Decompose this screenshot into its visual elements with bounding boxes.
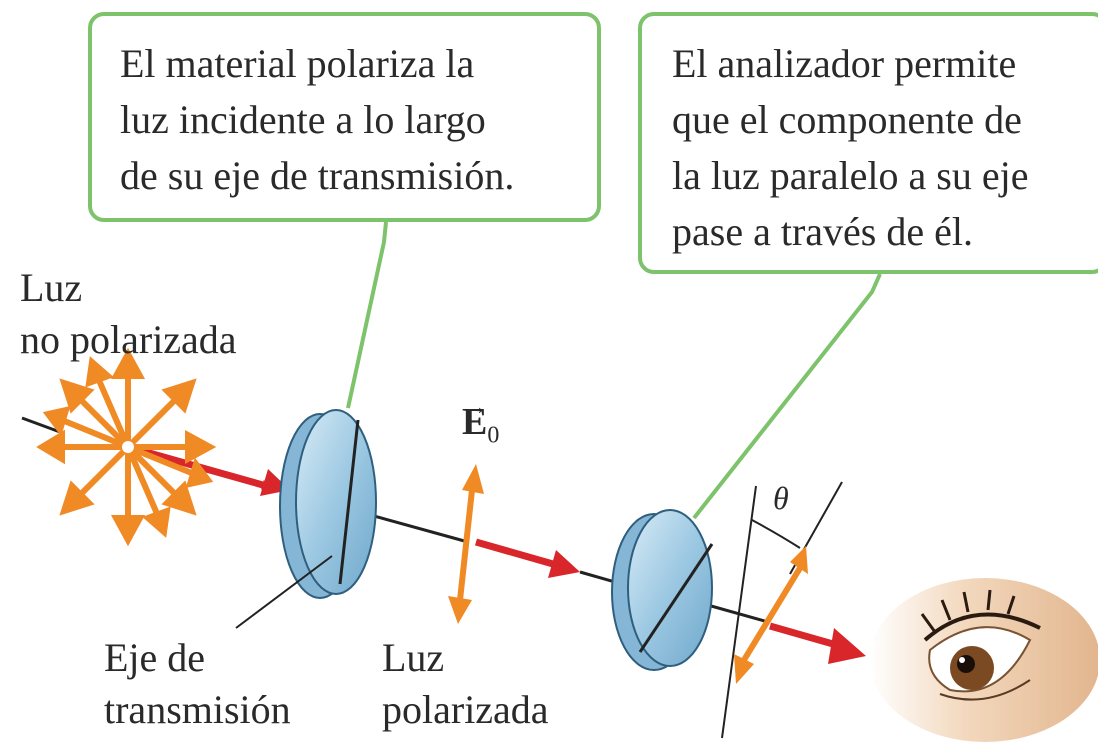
polarizer-callout-line-1: El material polariza la xyxy=(120,41,475,86)
transmission-axis-label: Eje de transmisión xyxy=(104,632,291,736)
unpolarized-light-burst xyxy=(36,347,217,547)
polarized-field-arrow xyxy=(448,464,484,624)
unpolarized-label-line-1: Luz xyxy=(20,265,83,310)
unpolarized-light-label: Luz no polarizada xyxy=(20,262,237,366)
polarizer-disk xyxy=(279,409,377,599)
angle-theta-symbol: θ xyxy=(773,480,789,516)
polarizer-transmission-axis xyxy=(338,419,360,585)
polarizer-callout-line-2: luz incidente a lo largo xyxy=(120,97,486,142)
beam-arrow-polarized xyxy=(475,538,561,570)
transmission-axis-leader xyxy=(235,555,333,629)
analyzer-callout-line-3: la luz paralelo a su eje xyxy=(672,153,1029,198)
polarizer-callout-pointer xyxy=(346,221,388,409)
analyzer-transmission-axis xyxy=(638,543,714,653)
polarized-label-line-1: Luz xyxy=(382,635,445,680)
polarizer-callout: El material polariza la luz incidente a … xyxy=(88,12,601,222)
field-symbol-subscript: 0 xyxy=(487,422,500,449)
optical-axis-line-left xyxy=(21,416,61,434)
beam-arrowhead-polarized xyxy=(548,550,580,578)
analyzer-callout: El analizador permite que el componente … xyxy=(638,12,1098,274)
eye-illustration xyxy=(870,578,1098,742)
analyzer-callout-line-1: El analizador permite xyxy=(672,41,1017,86)
transmission-axis-label-line-2: transmisión xyxy=(104,687,291,732)
vector-arrow-icon: → xyxy=(465,394,487,419)
analyzer-callout-line-4: pase a través de él. xyxy=(672,209,973,254)
light-source-point xyxy=(122,441,134,453)
angle-arc xyxy=(751,519,801,549)
transmission-axis-label-line-1: Eje de xyxy=(104,635,206,680)
beam-arrow-analyzed xyxy=(769,622,841,650)
polarizer-callout-line-3: de su eje de transmisión. xyxy=(120,153,515,198)
polarized-label-line-2: polarizada xyxy=(382,687,549,732)
polarized-light-label: Luz polarizada xyxy=(382,632,549,736)
beam-arrowhead-analyzed xyxy=(828,628,866,664)
transmitted-field-arrow xyxy=(734,546,808,684)
electric-field-symbol: →E0 xyxy=(462,394,500,450)
vertical-reference-line xyxy=(721,485,757,739)
analyzer-disk xyxy=(611,509,714,671)
unpolarized-label-line-2: no polarizada xyxy=(20,317,237,362)
analyzer-callout-line-2: que el componente de xyxy=(672,97,1022,142)
field-symbol-letter: E xyxy=(462,401,488,443)
analyzer-callout-pointer xyxy=(692,273,882,520)
